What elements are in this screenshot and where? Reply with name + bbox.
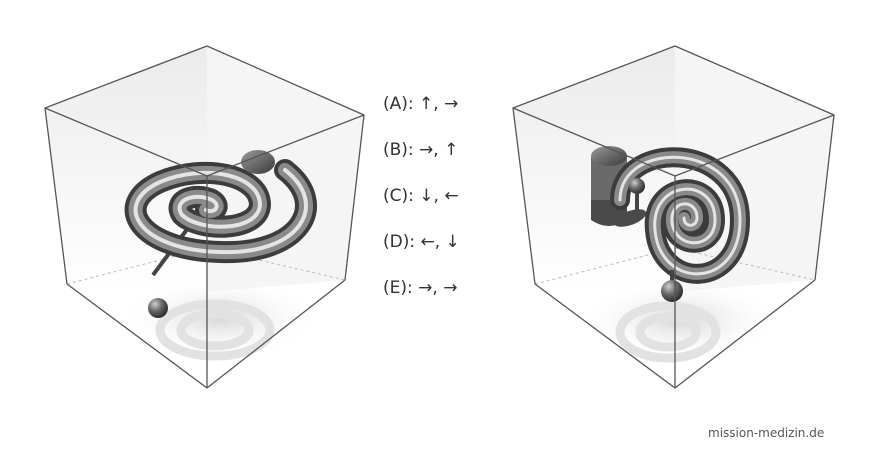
option-e: (E): →, → <box>383 278 458 298</box>
right-reflection <box>615 301 721 363</box>
option-d: (D): ←, ↓ <box>383 232 460 252</box>
left-tube-end <box>241 150 275 174</box>
right-spiral-object <box>610 147 751 284</box>
option-c: (C): ↓, ← <box>383 186 459 206</box>
right-visible-edges <box>512 45 835 389</box>
answer-options: (A): ↑, → (B): →, ↑ (C): ↓, ← (D): ←, ↓ … <box>383 92 460 322</box>
source-credit: mission-medizin.de <box>708 426 825 440</box>
left-reflection <box>155 299 275 361</box>
right-paddle <box>613 209 647 227</box>
option-a: (A): ↑, → <box>383 94 459 114</box>
left-visible-edges <box>44 45 365 389</box>
right-knob <box>629 178 645 194</box>
left-ball <box>148 298 168 318</box>
left-cube <box>44 45 365 389</box>
right-ball <box>661 280 683 302</box>
option-b: (B): →, ↑ <box>383 140 459 160</box>
left-spiral-object <box>124 159 317 264</box>
right-cube <box>512 45 835 389</box>
